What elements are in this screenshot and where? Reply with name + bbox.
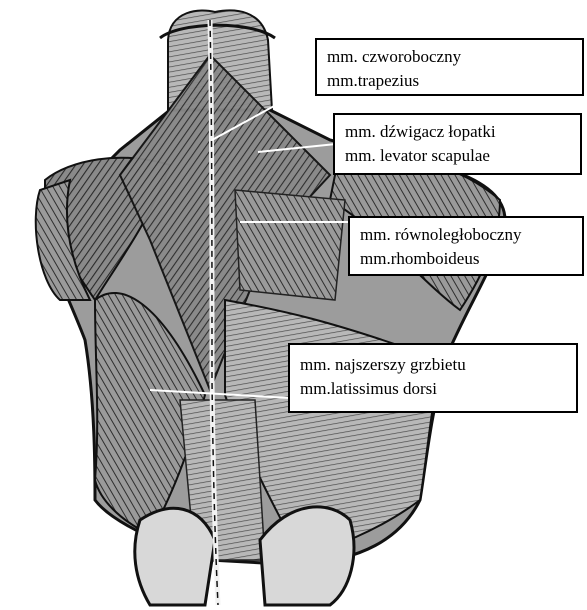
label-rhomboid-polish: mm. równoległoboczny — [360, 223, 572, 247]
label-trapezius-latin: mm.trapezius — [327, 69, 572, 93]
label-rhomboid-latin: mm.rhomboideus — [360, 247, 572, 271]
label-levator-polish: mm. dźwigacz łopatki — [345, 120, 570, 144]
label-latissimus-polish: mm. najszerszy grzbietu — [300, 353, 566, 377]
label-latissimus-latin: mm.latissimus dorsi — [300, 377, 566, 401]
label-levator-scapulae: mm. dźwigacz łopatki mm. levator scapula… — [333, 113, 582, 175]
label-trapezius-polish: mm. czworoboczny — [327, 45, 572, 69]
pelvis — [135, 508, 215, 605]
rhomboid — [235, 190, 345, 300]
label-rhomboideus: mm. równoległoboczny mm.rhomboideus — [348, 216, 584, 276]
label-levator-latin: mm. levator scapulae — [345, 144, 570, 168]
label-trapezius: mm. czworoboczny mm.trapezius — [315, 38, 584, 96]
label-latissimus-dorsi: mm. najszerszy grzbietu mm.latissimus do… — [288, 343, 578, 413]
